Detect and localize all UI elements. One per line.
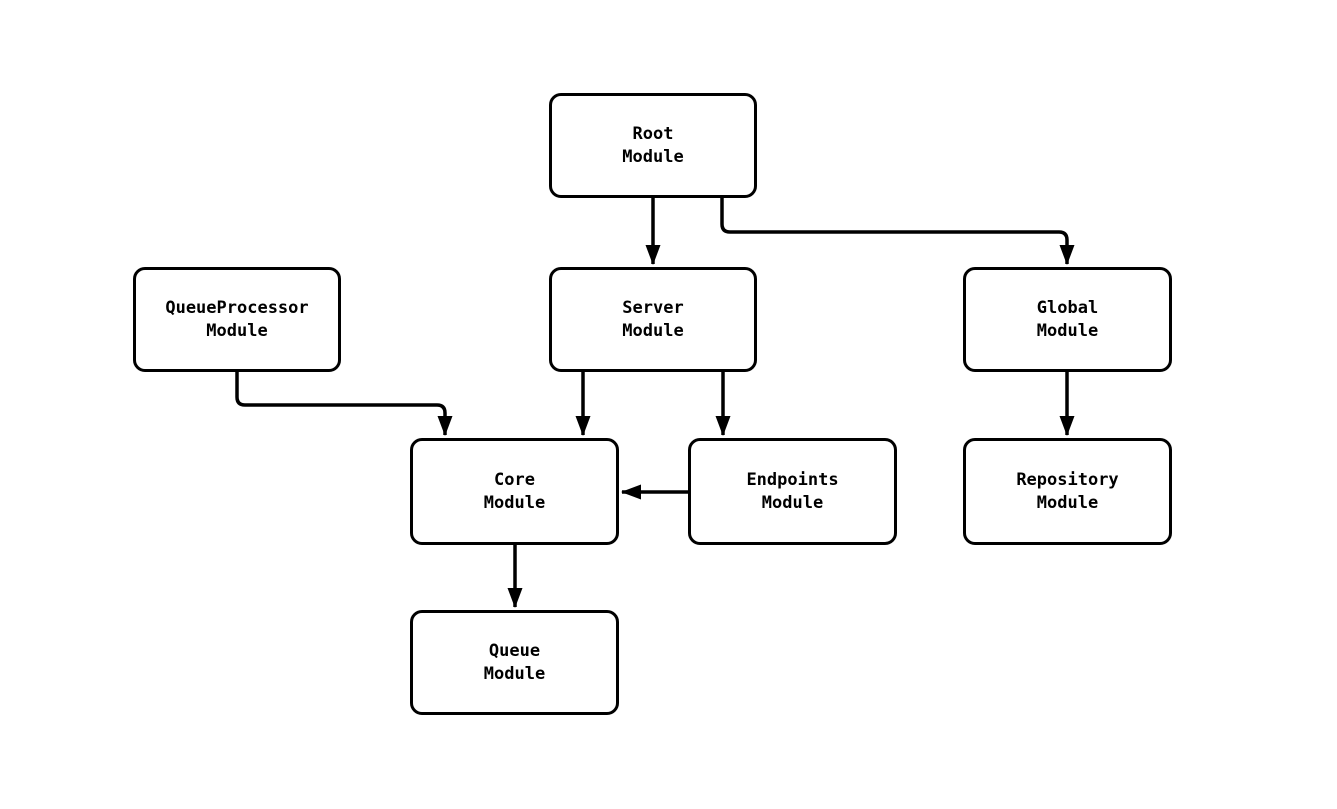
node-core-module: Core Module — [410, 438, 619, 545]
node-repository-module: Repository Module — [963, 438, 1172, 545]
node-queueprocessor-module: QueueProcessor Module — [133, 267, 341, 372]
node-queue-module: Queue Module — [410, 610, 619, 715]
node-root-module: Root Module — [549, 93, 757, 198]
node-server-module: Server Module — [549, 267, 757, 372]
node-global-module: Global Module — [963, 267, 1172, 372]
edge-root-to-global — [720, 198, 1075, 265]
edge-queueprocessor-to-core — [235, 372, 453, 436]
node-endpoints-module: Endpoints Module — [688, 438, 897, 545]
